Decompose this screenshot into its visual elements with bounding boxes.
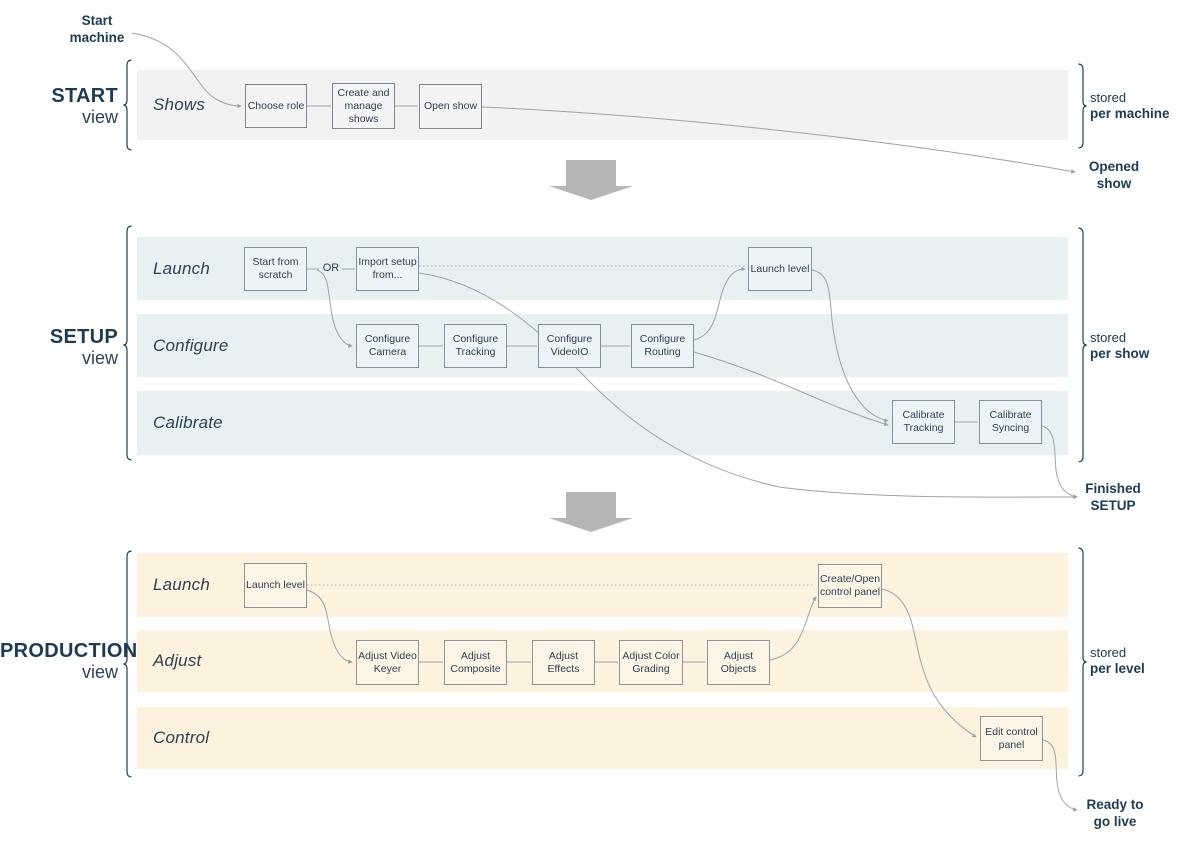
node-choose-role: Choose role	[245, 84, 307, 128]
lane-label-control: Control	[153, 728, 210, 747]
section-title-setup: SETUP view	[49, 326, 118, 368]
label-start-machine: Start machine	[69, 13, 125, 45]
wire-or-configurecamera	[316, 269, 353, 348]
node-launch-level-setup: Launch level	[748, 247, 812, 291]
lane-label-configure: Configure	[153, 335, 229, 355]
lane-label-launch-production: Launch	[153, 575, 210, 594]
band-prod-control	[137, 707, 1068, 769]
brace-start-right	[1078, 63, 1087, 149]
brace-production-right	[1078, 547, 1087, 777]
node-configure-videoio: Configure VideoIO	[538, 324, 601, 368]
node-start-from-scratch: Start from scratch	[244, 247, 307, 291]
node-edit-control-panel: Edit control panel	[980, 716, 1043, 761]
lane-label-adjust: Adjust	[153, 651, 202, 670]
node-adjust-color-grading: Adjust Color Grading	[619, 640, 683, 685]
node-adjust-video-keyer: Adjust Video Keyer	[356, 640, 419, 685]
label-finished-setup: Finished SETUP	[1085, 481, 1141, 513]
wire-launchlevel-calibratetracking	[811, 269, 889, 423]
node-create-manage-shows: Create and manage shows	[332, 83, 395, 129]
stored-per-machine: stored per machine	[1090, 90, 1170, 121]
wire-import-finishedsetup	[418, 272, 1078, 500]
node-open-show: Open show	[419, 84, 482, 129]
band-prod-adjust	[137, 630, 1068, 692]
node-calibrate-syncing: Calibrate Syncing	[979, 400, 1042, 444]
lane-label-shows: Shows	[153, 95, 206, 114]
wire-openshow-openedshow	[481, 106, 1076, 174]
label-ready-go-live: Ready to go live	[1086, 797, 1144, 829]
or-connector-label: OR	[322, 262, 340, 274]
node-adjust-objects: Adjust Objects	[707, 640, 770, 685]
node-configure-tracking: Configure Tracking	[444, 324, 507, 368]
section-title-start: START view	[51, 85, 118, 127]
node-configure-camera: Configure Camera	[356, 324, 419, 368]
flow-arrow-down-1	[549, 160, 633, 200]
wire-createopen-editpanel	[881, 588, 977, 738]
node-calibrate-tracking: Calibrate Tracking	[892, 400, 955, 444]
node-create-open-control-panel: Create/Open control panel	[818, 564, 882, 608]
lane-label-calibrate: Calibrate	[153, 413, 223, 432]
wire-csyncing-finishedsetup	[1041, 425, 1078, 499]
wire-routing-launchlevel	[693, 266, 746, 341]
wire-editpanel-readylive	[1042, 739, 1078, 812]
wire-routing-calibratetracking	[693, 351, 889, 427]
stored-per-level: stored per level	[1090, 645, 1145, 676]
node-adjust-effects: Adjust Effects	[532, 640, 595, 685]
stored-per-show: stored per show	[1090, 330, 1150, 361]
wire-startmachine-chooserole	[131, 32, 242, 109]
section-title-production: PRODUCTION view	[0, 640, 138, 682]
wire-objects-createopen	[769, 596, 817, 661]
wire-launchlevel-adjustkeyer	[306, 589, 353, 664]
brace-setup-left	[123, 225, 132, 461]
label-opened-show: Opened show	[1088, 159, 1140, 191]
brace-setup-right	[1078, 227, 1087, 463]
flow-arrow-down-2	[549, 492, 633, 532]
node-import-setup: Import setup from...	[356, 247, 419, 291]
node-launch-level-production: Launch level	[244, 563, 307, 608]
brace-production-left	[123, 550, 132, 778]
node-adjust-composite: Adjust Composite	[444, 640, 507, 685]
lane-label-launch-setup: Launch	[153, 258, 210, 278]
node-configure-routing: Configure Routing	[631, 324, 694, 368]
brace-start-left	[123, 59, 132, 151]
